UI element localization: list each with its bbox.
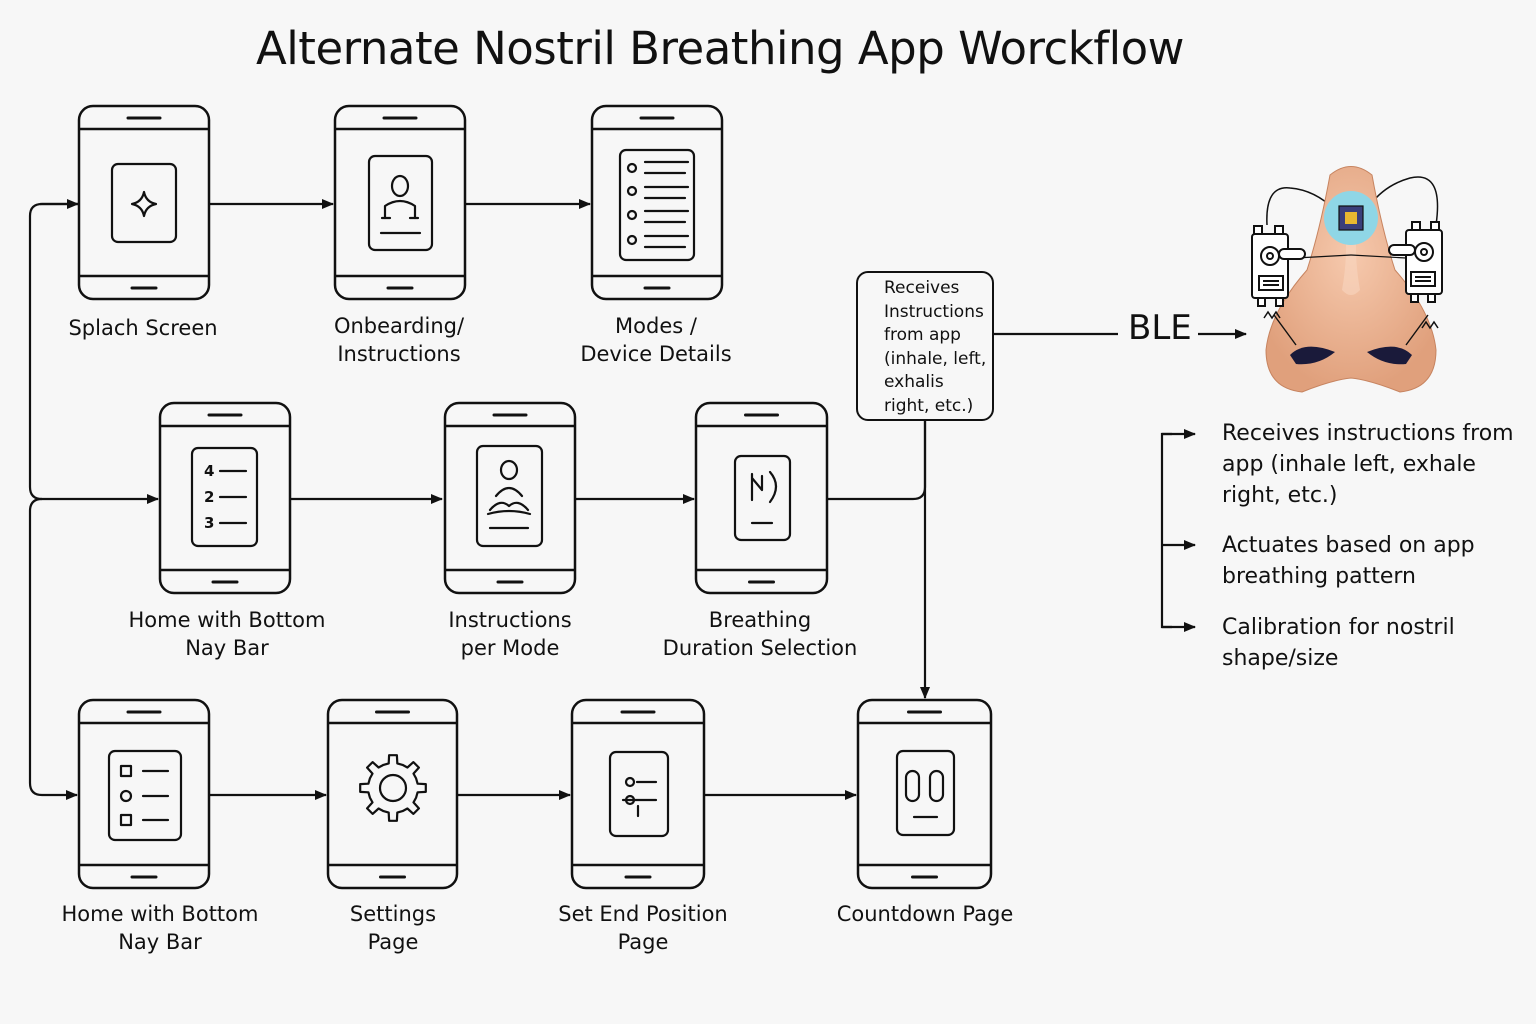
checklist-icon (107, 749, 183, 842)
connectors (28, 199, 1247, 800)
phone-onboarding (333, 104, 467, 301)
nose-device-icon (1251, 166, 1443, 393)
list-number-1: 4 (204, 462, 214, 480)
device-note-2: Actuates based on app breathing pattern (1222, 533, 1475, 589)
link-breathing-to-receiver (827, 421, 927, 501)
phone-set-end (570, 698, 706, 890)
phone-modes (590, 104, 724, 301)
list-icon (618, 148, 696, 262)
pause-icon (895, 749, 956, 837)
receiver-box: Receives Instructions from app (inhale, … (856, 271, 994, 421)
device-note-3: Calibration for nostril shape/size (1222, 615, 1455, 671)
sparkle-icon (110, 162, 178, 244)
list-number-2: 2 (204, 488, 214, 506)
sliders-icon (608, 750, 670, 838)
gear-icon (359, 754, 427, 822)
person-icon (367, 154, 434, 252)
phone-instructions-mode (443, 401, 577, 595)
numbered-list-icon (190, 446, 259, 548)
phone-settings (326, 698, 459, 890)
page-title: Alternate Nostril Breathing App Worckflo… (256, 22, 1184, 75)
ble-label: BLE (1128, 308, 1192, 348)
meditation-icon (475, 444, 544, 548)
phone-breathing-duration (694, 401, 829, 595)
list-number-3: 3 (204, 514, 214, 532)
caption-countdown: Countdown Page (836, 902, 1014, 926)
timer-icon (733, 454, 792, 542)
phone-home1 (158, 401, 292, 595)
notes-bracket (1160, 432, 1172, 629)
phone-home2 (77, 698, 211, 890)
phone-splash (77, 104, 211, 301)
phone-countdown (856, 698, 993, 890)
caption-modes: Modes /Device Details (580, 314, 732, 366)
spine-to-home2 (28, 497, 78, 800)
caption-onboarding: Onbearding/Instructions (333, 314, 465, 366)
caption-splash: Splach Screen (68, 316, 218, 340)
spine-to-home1 (28, 202, 159, 504)
device-note-1: Receives instructions from app (inhale l… (1222, 421, 1514, 508)
